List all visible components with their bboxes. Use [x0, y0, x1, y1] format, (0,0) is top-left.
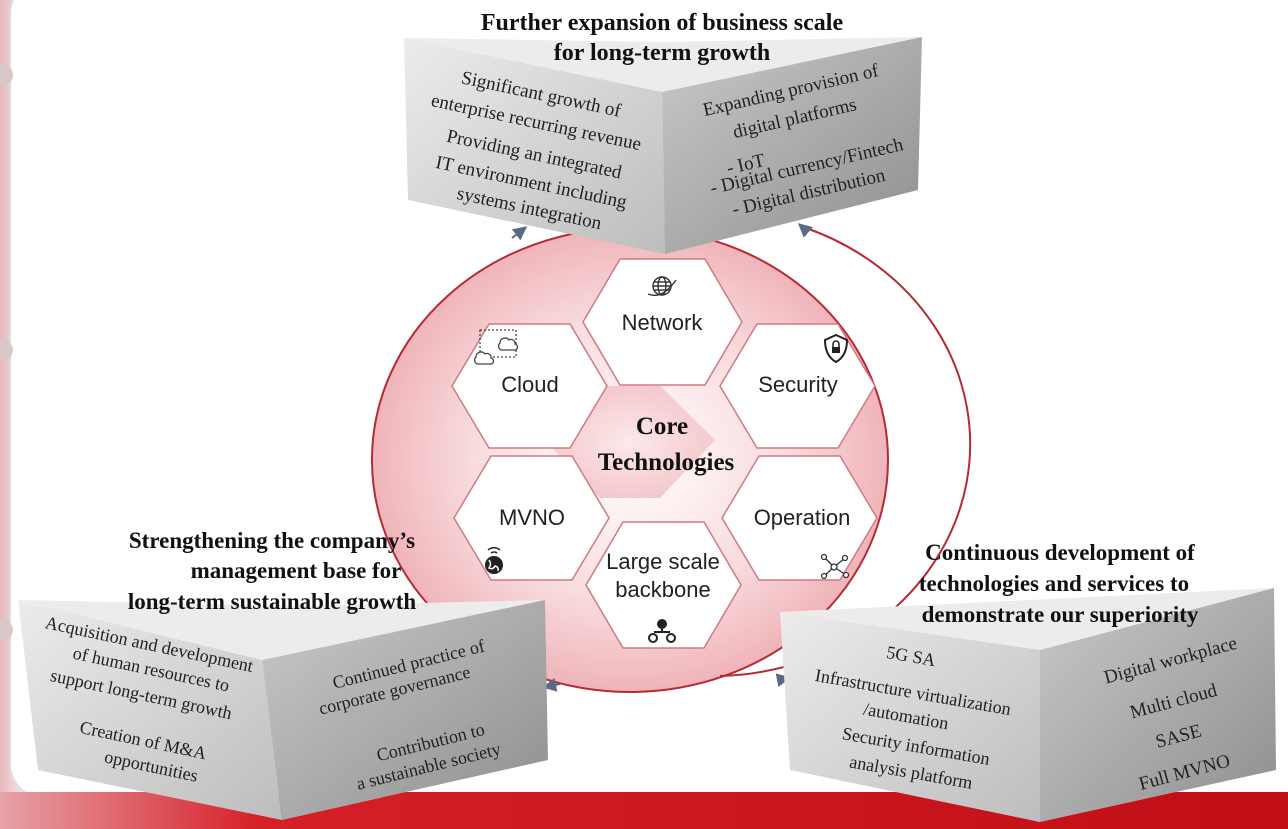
left-title-line3: long-term sustainable growth [128, 589, 417, 614]
right-block [780, 588, 1276, 822]
core-label-line2: Technologies [598, 449, 735, 476]
hex-operation [721, 455, 878, 581]
node-graph-icon [820, 553, 850, 580]
side-dot [0, 620, 13, 640]
right-title-line3: demonstrate our superiority [922, 602, 1199, 627]
left-title-line1: Strengthening the company’s [129, 528, 415, 553]
hex-mvno [453, 455, 610, 581]
side-dot [0, 340, 13, 360]
arrow-to-left-block [542, 677, 561, 692]
globe-icon [647, 276, 677, 297]
top-title-line2: for long-term growth [554, 40, 770, 66]
core-label-line1: Core [636, 413, 688, 440]
network-hierarchy-icon [648, 619, 676, 643]
hex-network [582, 258, 743, 386]
hex-network-label: Network [622, 310, 704, 335]
shield-lock-icon [823, 333, 849, 364]
hex-backbone [585, 521, 742, 649]
wireless-globe-icon [485, 546, 503, 574]
right-title-line2: technologies and services to [919, 571, 1189, 596]
arrow-to-top-left [511, 226, 528, 241]
hex-mvno-label: MVNO [499, 505, 565, 530]
hex-cloud-label: Cloud [501, 372, 558, 397]
right-title-line1: Continuous development of [925, 540, 1195, 565]
side-dot [0, 65, 13, 85]
hex-operation-label: Operation [754, 505, 851, 530]
hex-backbone-label-line1: Large scale [606, 549, 720, 574]
hex-security-label: Security [758, 372, 837, 397]
arrow-to-top-right [797, 223, 814, 238]
left-block [18, 600, 548, 820]
top-title-line1: Further expansion of business scale [481, 10, 844, 36]
top-block [404, 37, 922, 254]
cloud-icon [473, 329, 519, 365]
hex-backbone-label-line2: backbone [615, 577, 710, 602]
left-title-line2: management base for [191, 558, 402, 583]
